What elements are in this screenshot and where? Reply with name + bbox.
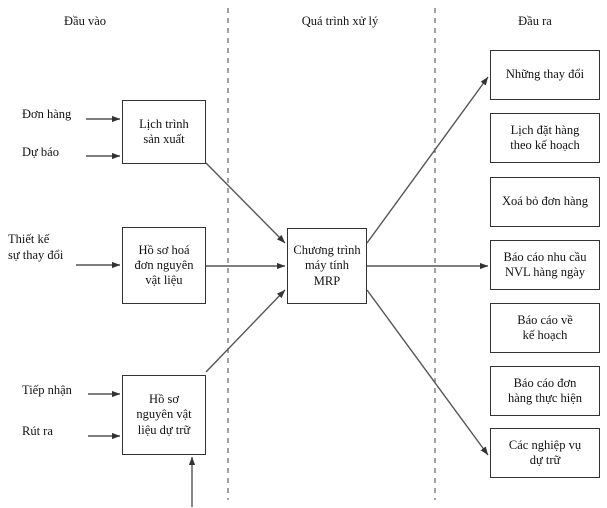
node-ho-so-hoa-don-line3: vật liệu	[145, 273, 183, 288]
node-ho-so-nguyen-vat-lieu-line3: liệu dự trữ	[137, 422, 191, 437]
node-bao-cao-nhu-cau-nvl: Báo cáo nhu cầu NVL hàng ngày	[490, 240, 600, 290]
column-header-process: Quá trình xử lý	[301, 14, 379, 28]
node-lich-dat-hang: Lịch đặt hàng theo kế hoạch	[490, 113, 600, 163]
node-bao-cao-ve-ke-hoach: Báo cáo về kế hoạch	[490, 303, 600, 353]
node-ho-so-hoa-don-line1: Hồ sơ hoá	[138, 242, 190, 257]
arrow-lich-trinh-to-mrp	[205, 162, 286, 244]
node-ho-so-nguyen-vat-lieu-line1: Hồ sơ	[149, 392, 179, 407]
node-mrp-line3: MRP	[313, 273, 341, 288]
input-label-thiet-ke: Thiết kế sự thay đổi	[8, 232, 63, 263]
node-bao-cao-ve-ke-hoach-line1: Báo cáo về	[517, 312, 573, 327]
node-xoa-bo-don-hang-line1: Xoá bỏ đơn hàng	[501, 194, 589, 209]
node-ho-so-nguyen-vat-lieu-line2: nguyên vật	[136, 407, 192, 422]
input-label-thiet-ke-line1: Thiết kế	[8, 232, 50, 246]
node-mrp-line2: máy tính	[304, 258, 350, 273]
node-ho-so-hoa-don: Hồ sơ hoá đơn nguyên vật liệu	[122, 227, 206, 304]
input-label-don-hang: Đơn hàng	[22, 107, 72, 121]
node-lich-dat-hang-line2: theo kế hoạch	[510, 138, 580, 152]
arrow-ho-so-nvl-to-mrp	[205, 289, 286, 373]
node-bao-cao-ve-ke-hoach-line2: kế hoạch	[522, 328, 568, 342]
node-chuong-trinh-may-tinh-mrp: Chương trình máy tính MRP	[287, 228, 367, 304]
input-label-thiet-ke-line2: sự thay đổi	[8, 247, 64, 262]
node-lich-dat-hang-line1: Lịch đặt hàng	[510, 122, 580, 137]
node-cac-nghiep-vu-du-tru: Các nghiệp vụ dự trữ	[490, 428, 600, 478]
node-nhung-thay-doi-line1: Những thay đổi	[505, 67, 585, 82]
node-nhung-thay-doi: Những thay đổi	[490, 50, 600, 100]
column-header-output: Đầu ra	[518, 14, 552, 28]
node-bao-cao-don-hang-line1: Báo cáo đơn	[513, 375, 577, 390]
input-label-rut-ra: Rút ra	[22, 424, 53, 438]
node-mrp-line1: Chương trình	[293, 243, 361, 258]
column-header-input: Đầu vào	[64, 14, 106, 28]
arrow-mrp-to-nhung-thay-doi	[366, 76, 489, 244]
node-bao-cao-don-hang: Báo cáo đơn hàng thực hiện	[490, 366, 600, 416]
node-cac-nghiep-vu-du-tru-line2: dự trữ	[529, 453, 561, 467]
node-ho-so-nguyen-vat-lieu: Hồ sơ nguyên vật liệu dự trữ	[122, 375, 206, 455]
node-bao-cao-don-hang-line2: hàng thực hiện	[507, 391, 583, 405]
input-label-tiep-nhan: Tiếp nhận	[22, 383, 72, 397]
node-ho-so-hoa-don-line2: đơn nguyên	[134, 257, 194, 272]
node-lich-trinh-san-xuat-line2: sản xuất	[143, 132, 185, 146]
input-label-du-bao: Dự báo	[22, 145, 59, 159]
node-lich-trinh-san-xuat: Lịch trình sản xuất	[122, 100, 206, 164]
node-xoa-bo-don-hang: Xoá bỏ đơn hàng	[490, 177, 600, 227]
node-bao-cao-nhu-cau-nvl-line2: NVL hàng ngày	[504, 265, 586, 279]
node-cac-nghiep-vu-du-tru-line1: Các nghiệp vụ	[508, 437, 582, 452]
arrow-mrp-to-cac-nghiep-vu	[366, 289, 489, 456]
node-lich-trinh-san-xuat-line1: Lịch trình	[139, 116, 189, 131]
node-bao-cao-nhu-cau-nvl-line1: Báo cáo nhu cầu	[503, 249, 587, 264]
